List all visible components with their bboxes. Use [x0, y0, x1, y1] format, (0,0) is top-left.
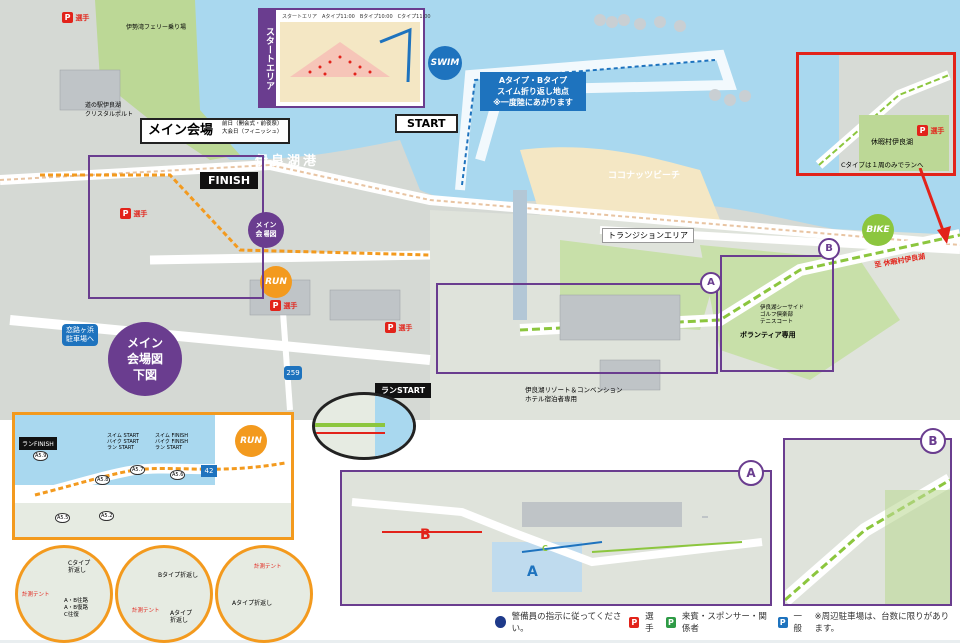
c2-tent: 計測テント — [132, 608, 160, 614]
run-inset-badge: RUN — [235, 425, 267, 457]
run-badge: RUN — [260, 266, 292, 298]
legend-guests: 来賓・スポンサー・関係者 — [681, 612, 767, 634]
c1-ab: A・B往路 A・B復路 C往復 — [64, 598, 89, 618]
aid-6: A5.2 — [99, 511, 115, 521]
athlete-badge-1: P 選手 — [62, 12, 89, 23]
parking-red-icon: P — [629, 616, 640, 628]
koiji-parking-badge[interactable]: 恋路ヶ浜 駐車場へ — [62, 324, 98, 346]
main-venue-dates: 前日（開会式・前夜祭） 大会日（フィニッシュ） — [222, 120, 283, 136]
c-type-note: Cタイプは１周のみでランへ — [841, 161, 924, 169]
aid-4: A5.8 — [95, 475, 111, 485]
main-zone-badge: メイン 会場図 — [248, 212, 284, 248]
run-finish-label: ランFINISH — [19, 437, 57, 450]
kyukamura-inset-map — [799, 55, 951, 173]
start-area-diagram — [280, 22, 420, 102]
route-42-shield: 42 — [201, 465, 217, 477]
route-259-shield: 259 — [284, 366, 302, 380]
main-venue-title: メイン会場 — [140, 118, 290, 144]
zone-a-marker[interactable]: A — [700, 272, 722, 294]
police-icon — [495, 616, 506, 628]
swim-finish-info: スイム FINISH バイク FINISH ラン START — [155, 433, 188, 451]
kyukamura-inset: 休暇村伊良湖 Cタイプは１周のみでランへ P 選手 — [796, 52, 956, 176]
swim-turn-note: Aタイプ・Bタイプ スイム折り返し地点 ※一度陸にあがります — [480, 72, 586, 111]
kyukamura-label: 休暇村伊良湖 — [871, 138, 913, 146]
swim-badge: SWIM — [428, 46, 462, 80]
transition-label: トランジションエリア — [602, 228, 694, 243]
aid-3: A5.6 — [170, 470, 186, 480]
start-area-header: スタートエリア Aタイプ11:00 Bタイプ10:00 Cタイプ11:00 — [282, 14, 431, 20]
parking-blue-icon: P — [777, 616, 788, 628]
start-area-panel: スタートエリア スタートエリア Aタイプ11:00 Bタイプ10:00 Cタイプ… — [258, 8, 431, 108]
volunteer-label: ボランティア専用 — [740, 331, 796, 339]
zone-a-atype: A — [527, 564, 538, 580]
hotel-parking-label: 伊良湖リゾート＆コンベンション ホテル宿泊者専用 — [525, 386, 623, 403]
athlete-badge-3: P 選手 — [270, 300, 297, 311]
bike-badge: BIKE — [862, 214, 894, 246]
c2-btype: Bタイプ折返し — [158, 572, 199, 579]
athlete-parking-badge: P 選手 — [917, 125, 944, 136]
run-start-info: スイム START バイク START ラン START — [107, 433, 139, 451]
crystal-label: 道の駅伊良湖 クリスタルポルト — [85, 102, 134, 118]
zone-a-detail-map — [351, 498, 763, 592]
main-below-badge[interactable]: メイン 会場図 下図 — [108, 322, 182, 396]
c2-atype: Aタイプ 折返し — [170, 610, 193, 624]
run-start-label: ランSTART — [375, 383, 432, 398]
legend-athlete: 選手 — [645, 612, 654, 634]
c1-tent: 計測テント — [22, 592, 50, 598]
zone-a-depot — [702, 516, 708, 518]
legend-note: ※周辺駐車場は、台数に限りがあります。 — [814, 612, 950, 634]
zoom-circle-2: Bタイプ折返し 計測テント Aタイプ 折返し — [115, 545, 213, 643]
aid-5: A5.5 — [55, 513, 71, 523]
b-letter: B — [420, 527, 431, 543]
zone-a-btype: B — [420, 527, 431, 543]
run-start-zoom — [312, 392, 416, 460]
finish-label: FINISH — [200, 172, 259, 189]
legend-police: 警備員の指示に従ってください。 — [511, 612, 622, 634]
run-inset: RUN ランFINISH スイム START バイク START ラン STAR… — [12, 412, 294, 540]
date-eve: 前日（開会式・前夜祭） — [222, 121, 283, 127]
zone-a-ctype: C — [542, 544, 548, 553]
zone-a-detail: A B A C — [340, 460, 772, 606]
athlete-badge-4: P 選手 — [385, 322, 412, 333]
bay-label: 伊良湖港 — [255, 154, 320, 169]
main-zone-frame — [88, 155, 264, 299]
golf-label: 伊良湖シーサイド ゴルフ倶楽部 テニスコート — [760, 305, 804, 325]
c3-atype: Aタイプ折返し — [232, 600, 273, 607]
inset-pointer — [918, 168, 951, 244]
c1-ctype: Cタイプ 折返し — [68, 560, 91, 574]
date-race: 大会日（フィニッシュ） — [222, 129, 283, 135]
aid-2: A5.7 — [130, 465, 146, 475]
a-letter: A — [527, 564, 538, 580]
start-area-tag: スタートエリア — [258, 8, 276, 108]
c3-tent: 計測テント — [254, 564, 282, 570]
parking-green-icon: P — [666, 616, 676, 628]
zone-b-marker[interactable]: B — [818, 238, 840, 260]
athlete-badge-2: P 選手 — [120, 208, 147, 219]
zone-b-frame — [720, 255, 834, 372]
zone-a-marker-detail: A — [738, 460, 764, 486]
aid-1: A5.9 — [33, 451, 49, 461]
zone-a-frame — [436, 283, 718, 374]
zoom-circle-1: Cタイプ 折返し A・B往路 A・B復路 C往復 計測テント — [15, 545, 113, 643]
legend: 警備員の指示に従ってください。 P 選手 P 来賓・スポンサー・関係者 P 一般… — [495, 612, 955, 634]
start-label: START — [395, 114, 458, 133]
zoom-circle-3: 計測テント Aタイプ折返し — [215, 545, 313, 643]
zone-b-detail: B — [780, 428, 954, 606]
legend-general: 一般 — [793, 612, 803, 634]
ferry-label: 伊勢湾フェリー乗り場 — [126, 24, 187, 31]
beach-label: ココナッツビーチ — [608, 171, 681, 181]
zone-b-detail-map — [780, 473, 954, 606]
zone-b-marker-detail: B — [920, 428, 946, 454]
